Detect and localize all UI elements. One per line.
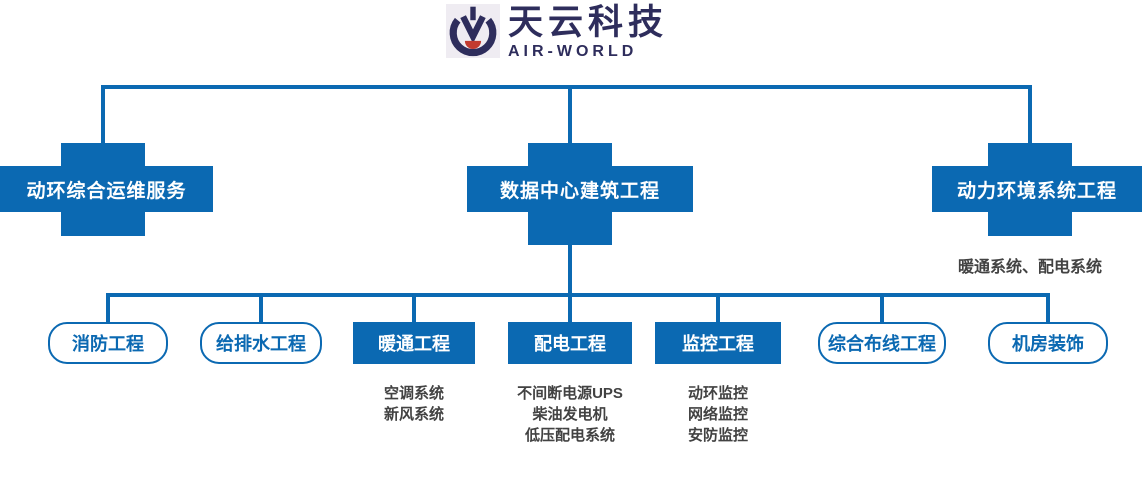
node-datacenter-construction-label: 数据中心建筑工程	[499, 180, 660, 202]
sublist-item: 低压配电系统	[524, 427, 615, 444]
node-plumbing: 给排水工程	[200, 322, 322, 364]
node-power-environment-label: 动力环境系统工程	[956, 180, 1117, 202]
company-name-en: AIR-WORLD	[508, 43, 638, 60]
connector-top-horizontal	[101, 85, 1032, 89]
node-fire-protection: 消防工程	[48, 322, 168, 364]
sublist-item: 空调系统	[383, 385, 444, 402]
logo-text: 天云科技 AIR-WORLD	[508, 3, 669, 61]
connector-drop-left	[101, 85, 105, 143]
connector-drop-cabling	[880, 295, 884, 322]
company-name: 天云科技	[508, 3, 669, 42]
node-cabling: 综合布线工程	[818, 322, 946, 364]
node-maintenance-service-label: 动环综合运维服务	[26, 180, 187, 202]
connector-row-horizontal	[106, 293, 1050, 297]
sublist-item: 新风系统	[383, 406, 444, 423]
logo: 天云科技 AIR-WORLD	[446, 4, 668, 60]
node-monitoring: 监控工程	[655, 322, 781, 364]
connector-drop-hvac	[412, 295, 416, 322]
connector-drop-center	[568, 85, 572, 143]
node-datacenter-construction	[467, 166, 693, 212]
connector-drop-power	[568, 295, 572, 322]
node-power-distribution: 配电工程	[508, 322, 632, 364]
power-environment-subtitle: 暖通系统、配电系统	[957, 259, 1102, 276]
connector-drop-plumbing	[259, 295, 263, 322]
node-hvac: 暖通工程	[353, 322, 475, 364]
node-room-decoration: 机房装饰	[988, 322, 1108, 364]
sublist-item: 动环监控	[687, 385, 748, 402]
power-distribution-children: 不间断电源UPS 柴油发电机 低压配电系统	[496, 383, 644, 446]
monitoring-children: 动环监控 网络监控 安防监控	[645, 383, 791, 446]
hvac-children: 空调系统 新风系统	[343, 383, 485, 425]
air-world-emblem-icon	[446, 4, 500, 58]
sublist-item: 网络监控	[687, 406, 748, 423]
node-power-environment	[932, 166, 1142, 212]
connector-drop-right	[1028, 85, 1032, 143]
sublist-item: 不间断电源UPS	[517, 385, 623, 402]
sublist-item: 安防监控	[687, 427, 748, 444]
connector-center-vertical	[568, 245, 572, 295]
connector-drop-monitoring	[716, 295, 720, 322]
connector-drop-decoration	[1046, 295, 1050, 322]
sublist-item: 柴油发电机	[532, 406, 608, 423]
node-maintenance-service	[0, 166, 213, 212]
connector-drop-fire	[106, 295, 110, 322]
